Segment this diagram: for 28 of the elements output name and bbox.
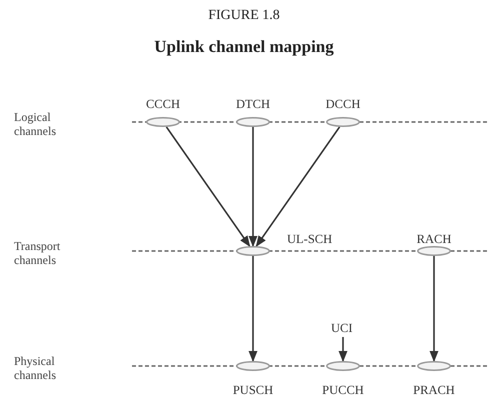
- channel-ellipse: [236, 361, 270, 371]
- channel-ellipse: [236, 246, 270, 256]
- channel-ellipse: [417, 246, 451, 256]
- channel-label: CCCH: [144, 97, 182, 111]
- channel-label: PUSCH: [232, 383, 274, 397]
- arrow: [166, 126, 250, 248]
- figure-number: FIGURE 1.8: [207, 8, 281, 24]
- channel-ellipse: [417, 361, 451, 371]
- arrow: [338, 337, 348, 362]
- arrow: [430, 256, 438, 362]
- arrow: [248, 127, 258, 248]
- row-label: Logical channels: [14, 110, 57, 138]
- channel-ellipse: [146, 117, 180, 127]
- channel-label: PRACH: [412, 383, 456, 397]
- channel-label: UCI: [331, 321, 353, 335]
- channel-label: DTCH: [234, 97, 272, 111]
- channel-ellipse: [236, 117, 270, 127]
- row-label: Transport channels: [14, 239, 62, 267]
- channel-ellipse: [326, 117, 360, 127]
- channel-label: UL-SCH: [287, 232, 332, 246]
- channel-ellipse: [326, 361, 360, 371]
- arrow: [248, 256, 258, 362]
- channel-label: PUCCH: [321, 383, 365, 397]
- channel-label: RACH: [416, 232, 452, 246]
- channel-label: DCCH: [324, 97, 362, 111]
- row-label: Physical channels: [14, 354, 57, 382]
- arrow: [256, 126, 340, 248]
- title: Uplink channel mapping: [153, 37, 335, 57]
